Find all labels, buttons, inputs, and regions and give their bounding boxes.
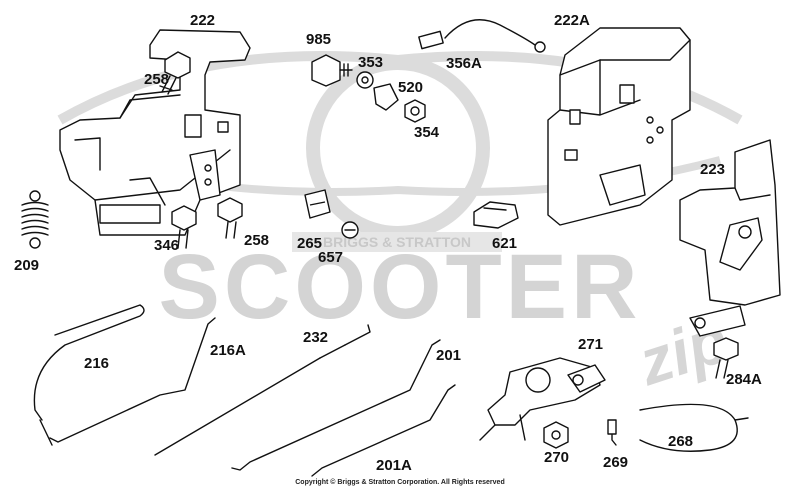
label-621: 621 — [492, 235, 518, 252]
copyright-notice: Copyright © Briggs & Stratton Corporatio… — [295, 479, 505, 486]
label-346: 346 — [154, 237, 180, 254]
part-223-bracket — [679, 139, 781, 337]
label-284a: 284A — [726, 371, 762, 388]
part-354-nut — [404, 99, 426, 123]
label-265: 265 — [297, 235, 323, 252]
label-223: 223 — [700, 161, 726, 178]
part-346-bolt — [171, 205, 197, 249]
part-209-spring — [21, 190, 49, 249]
part-356a-wire — [418, 19, 546, 53]
label-985: 985 — [306, 31, 332, 48]
part-258-bolt-mid — [217, 197, 243, 239]
watermark-badge-text: BRIGGS & STRATTON — [323, 234, 471, 250]
part-271-lever — [479, 357, 606, 441]
part-284a-bolt — [713, 337, 739, 379]
part-222-bracket — [59, 29, 251, 236]
label-201a: 201A — [376, 457, 412, 474]
label-271: 271 — [578, 336, 604, 353]
watermark-banner — [292, 232, 502, 252]
part-232-cable — [154, 324, 371, 456]
label-269: 269 — [603, 454, 629, 471]
part-258-bolt-top — [159, 51, 191, 95]
part-222a-bracket — [547, 27, 691, 226]
label-209: 209 — [14, 257, 40, 274]
label-216a: 216A — [210, 342, 246, 359]
label-232: 232 — [303, 329, 329, 346]
part-216a-rod — [49, 317, 216, 443]
label-201: 201 — [436, 347, 462, 364]
part-353-washer-hole — [361, 76, 369, 84]
part-201a-rod — [311, 384, 456, 477]
part-270-nut — [543, 421, 569, 449]
label-520: 520 — [398, 79, 424, 96]
label-222a: 222A — [554, 12, 590, 29]
label-356a: 356A — [446, 55, 482, 72]
part-353-washer — [356, 71, 374, 89]
watermark-word: SCOOTER — [159, 236, 642, 338]
part-216-rod — [33, 304, 145, 446]
part-520-terminal — [373, 83, 399, 111]
part-621-switch — [473, 201, 519, 229]
label-258-top: 258 — [144, 71, 170, 88]
label-258-mid: 258 — [244, 232, 270, 249]
part-657-screw — [341, 221, 359, 239]
part-268-cable — [607, 403, 749, 452]
part-985-connector — [311, 54, 353, 87]
label-270: 270 — [544, 449, 570, 466]
label-354: 354 — [414, 124, 440, 141]
label-222: 222 — [190, 12, 216, 29]
label-216: 216 — [84, 355, 110, 372]
part-265-clip — [304, 189, 331, 219]
part-201-rod — [231, 339, 441, 471]
label-353: 353 — [358, 54, 384, 71]
label-268: 268 — [668, 433, 694, 450]
label-657: 657 — [318, 249, 344, 266]
